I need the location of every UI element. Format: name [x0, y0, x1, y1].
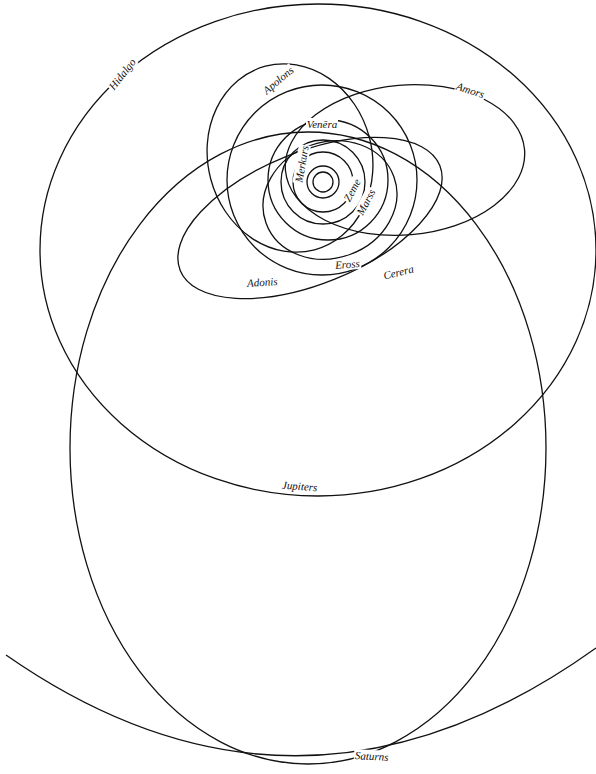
earth-orbit	[281, 140, 365, 224]
saturn-orbit	[6, 648, 596, 756]
orbit-label: Amors	[454, 80, 487, 101]
ceres-orbit	[227, 85, 417, 275]
orbit-label: Venēra	[306, 118, 339, 130]
adonis-orbit	[155, 104, 464, 331]
hidalgo-orbit	[70, 132, 546, 764]
orbit-label: Cerera	[381, 262, 416, 282]
orbit-label: Jupiters	[281, 479, 319, 494]
orbit-label: Hidalgo	[106, 55, 139, 92]
orbit-label: Apolons	[260, 63, 297, 97]
orbit-label: Saturns	[354, 749, 390, 763]
jupiter-orbit	[40, 4, 596, 496]
amor-orbit	[279, 75, 531, 245]
mercury-orbit	[307, 166, 339, 198]
orbit-label: Adonis	[245, 275, 278, 289]
eros-orbit	[246, 122, 413, 278]
sun	[313, 172, 333, 192]
apollo-orbit	[186, 45, 394, 271]
orbit-label: Eross	[333, 257, 361, 271]
